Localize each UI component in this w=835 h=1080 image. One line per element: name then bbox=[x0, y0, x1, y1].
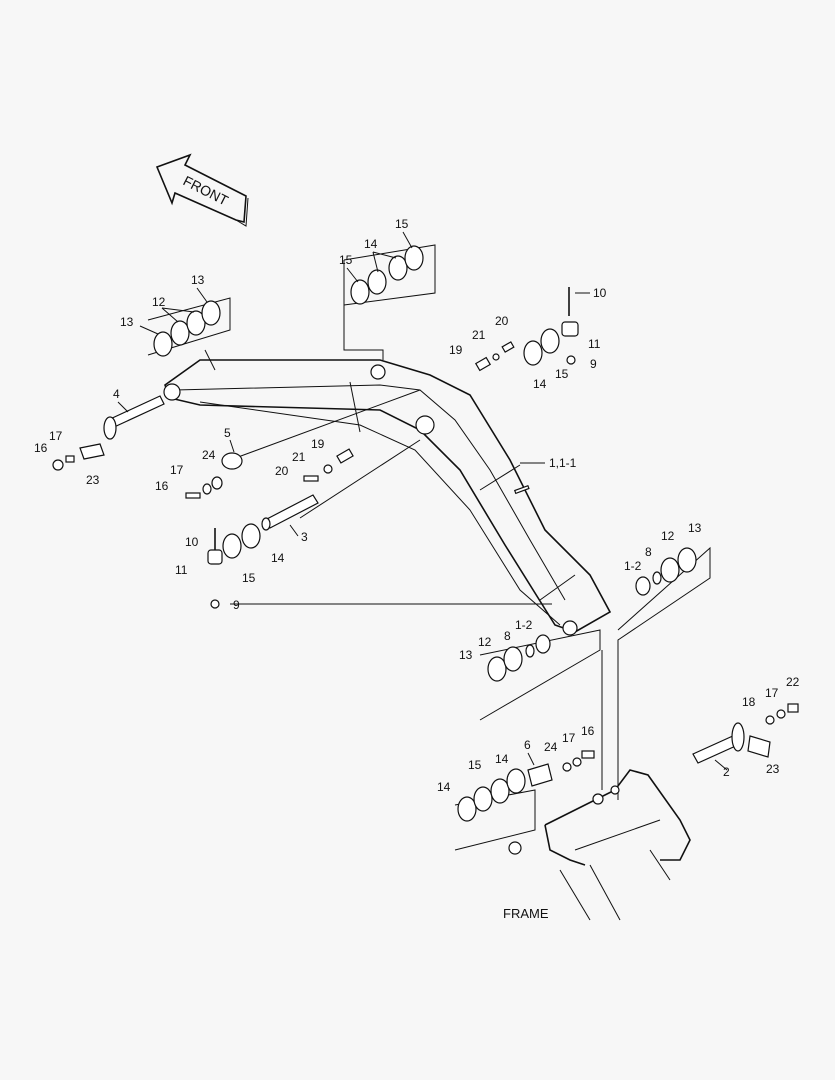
frame-label: FRAME bbox=[503, 906, 549, 921]
right-lower-washers bbox=[635, 547, 697, 596]
label-14-d: 14 bbox=[495, 752, 509, 766]
label-16-c: 16 bbox=[581, 724, 595, 738]
label-23-b: 23 bbox=[766, 762, 780, 776]
label-15-c: 15 bbox=[555, 367, 569, 381]
label-8-b: 8 bbox=[504, 629, 511, 643]
label-12-c: 12 bbox=[478, 635, 492, 649]
label-16-b: 16 bbox=[155, 479, 169, 493]
label-13-c: 13 bbox=[688, 521, 702, 535]
label-12-a: 12 bbox=[152, 295, 166, 309]
bottom-washers bbox=[457, 750, 595, 822]
top-left-washers bbox=[153, 300, 221, 357]
part-labels: 13 12 13 15 14 15 10 20 21 11 19 9 15 14… bbox=[34, 217, 800, 921]
pin-5 bbox=[185, 452, 243, 499]
label-18: 18 bbox=[742, 695, 756, 709]
label-14-a: 14 bbox=[364, 237, 378, 251]
label-9-a: 9 bbox=[590, 357, 597, 371]
label-1-1-1: 1,1-1 bbox=[549, 456, 577, 470]
frame bbox=[508, 769, 691, 921]
front-arrow: FRONT bbox=[155, 153, 249, 227]
label-14-e: 14 bbox=[437, 780, 451, 794]
label-11-a: 11 bbox=[588, 337, 601, 351]
label-6: 6 bbox=[524, 738, 531, 752]
pin-3 bbox=[261, 448, 354, 531]
label-2: 2 bbox=[723, 765, 730, 779]
label-leaders bbox=[117, 231, 728, 771]
label-17-c: 17 bbox=[765, 686, 779, 700]
label-17-d: 17 bbox=[562, 731, 576, 745]
label-24-b: 24 bbox=[544, 740, 558, 754]
top-right-parts bbox=[474, 287, 579, 372]
label-23-a: 23 bbox=[86, 473, 100, 487]
label-16-a: 16 bbox=[34, 441, 48, 455]
label-15-b: 15 bbox=[339, 253, 353, 267]
label-3: 3 bbox=[301, 530, 308, 544]
label-20-b: 20 bbox=[275, 464, 289, 478]
label-5: 5 bbox=[224, 426, 231, 440]
label-24-a: 24 bbox=[202, 448, 216, 462]
label-19-b: 19 bbox=[311, 437, 325, 451]
label-10-b: 10 bbox=[185, 535, 199, 549]
label-21-b: 21 bbox=[292, 450, 306, 464]
label-13-b: 13 bbox=[120, 315, 134, 329]
label-8-a: 8 bbox=[645, 545, 652, 559]
label-14-c: 14 bbox=[271, 551, 285, 565]
label-13-d: 13 bbox=[459, 648, 473, 662]
top-center-washers bbox=[350, 245, 424, 305]
boom-body bbox=[163, 359, 612, 636]
label-17-a: 17 bbox=[49, 429, 63, 443]
label-4: 4 bbox=[113, 387, 120, 401]
bottom-boom-washers bbox=[487, 634, 551, 682]
label-1-2-a: 1-2 bbox=[624, 559, 642, 573]
label-13-a: 13 bbox=[191, 273, 205, 287]
label-12-b: 12 bbox=[661, 529, 675, 543]
label-19-a: 19 bbox=[449, 343, 463, 357]
label-21-a: 21 bbox=[472, 328, 486, 342]
label-15-d: 15 bbox=[242, 571, 256, 585]
label-20-a: 20 bbox=[495, 314, 509, 328]
label-1-2-b: 1-2 bbox=[515, 618, 533, 632]
label-11-b: 11 bbox=[175, 563, 188, 577]
left-lower-pin bbox=[207, 523, 261, 609]
label-17-b: 17 bbox=[170, 463, 184, 477]
pin-4 bbox=[52, 395, 165, 471]
label-15-a: 15 bbox=[395, 217, 409, 231]
front-arrow-label: FRONT bbox=[181, 172, 232, 208]
label-22: 22 bbox=[786, 675, 800, 689]
label-14-b: 14 bbox=[533, 377, 547, 391]
label-10-a: 10 bbox=[593, 286, 607, 300]
label-9-b: 9 bbox=[233, 598, 240, 612]
label-15-e: 15 bbox=[468, 758, 482, 772]
pin-2 bbox=[692, 703, 799, 764]
